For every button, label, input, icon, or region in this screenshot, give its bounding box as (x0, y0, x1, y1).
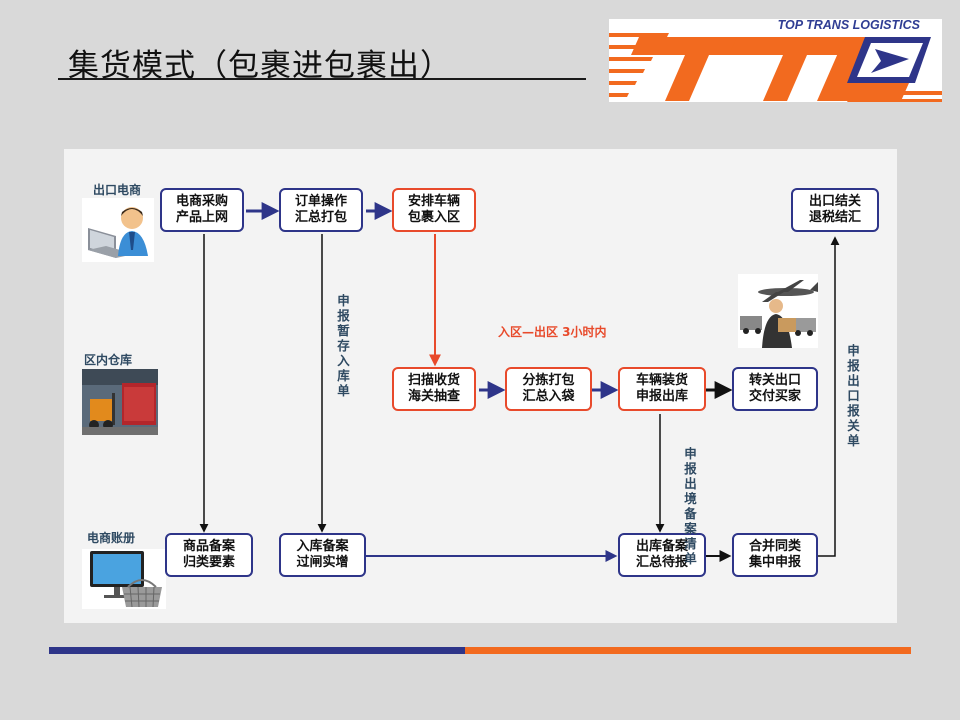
logo-tagline: TOP TRANS LOGISTICS (777, 18, 920, 32)
role-exporter: 出口电商 (93, 183, 142, 197)
label-time-window: 入区—出区 3小时内 (498, 325, 607, 339)
footer-bar-navy (49, 647, 465, 654)
title-underline (58, 78, 586, 80)
node-settlement: 出口结关 退税结汇 (791, 188, 879, 232)
node-scan: 扫描收货 海关抽查 (392, 367, 476, 411)
role-warehouse: 区内仓库 (84, 353, 133, 367)
node-order-ops: 订单操作 汇总打包 (279, 188, 363, 232)
node-outbound-record: 出库备案 汇总待报 (618, 533, 706, 577)
node-merge-declare: 合并同类 集中申报 (732, 533, 818, 577)
node-transfer-export: 转关出口 交付买家 (732, 367, 818, 411)
label-declare-temp-storage: 申报暂存入库单 (337, 293, 350, 398)
label-declare-export-form: 申报出口报关单 (847, 343, 860, 448)
label-declare-export-list: 申报出境备案清单 (684, 446, 697, 566)
ttl-logo-mark (609, 33, 942, 102)
exporter-laptop-icon (82, 198, 154, 262)
role-ledger: 电商账册 (87, 531, 136, 545)
footer-bar-orange (465, 647, 911, 654)
node-load-declare: 车辆装货 申报出库 (618, 367, 706, 411)
node-goods-record: 商品备案 归类要素 (165, 533, 253, 577)
warehouse-forklift-icon (82, 369, 158, 435)
node-purchase: 电商采购 产品上网 (160, 188, 244, 232)
arrow-merge-to-settlement (818, 236, 840, 557)
ttl-logo: TOP TRANS LOGISTICS (609, 18, 942, 102)
ledger-monitor-basket-icon (82, 549, 166, 609)
courier-airplane-icon (738, 274, 818, 348)
node-sort-pack: 分拣打包 汇总入袋 (505, 367, 592, 411)
node-vehicle-arrange: 安排车辆 包裹入区 (392, 188, 476, 232)
node-inbound-record: 入库备案 过闸实增 (279, 533, 366, 577)
